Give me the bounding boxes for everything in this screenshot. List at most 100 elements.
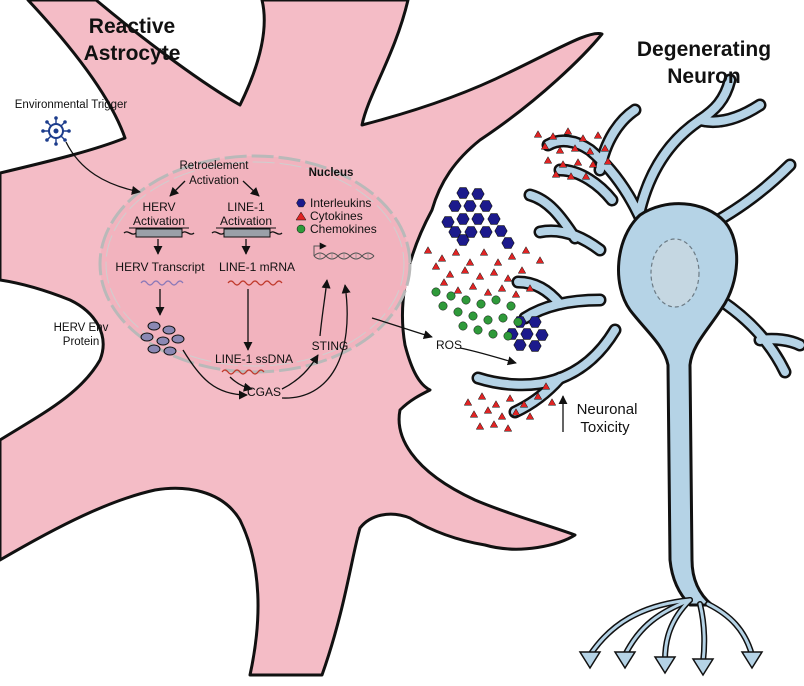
cytokine-molecule bbox=[505, 394, 515, 402]
chemokine-molecule bbox=[513, 317, 523, 327]
chemokine-molecule bbox=[491, 295, 501, 305]
herv-env-label-line1: HERV Env bbox=[54, 322, 109, 334]
cytokine-molecule bbox=[423, 246, 433, 254]
arrow-sting-up bbox=[319, 279, 331, 337]
cytokine-molecule bbox=[460, 266, 470, 274]
line1-mrna-wave bbox=[227, 280, 283, 286]
interleukin-molecule bbox=[456, 213, 470, 225]
chemokine-molecule bbox=[458, 321, 468, 331]
herv-env-protein-icon bbox=[140, 321, 185, 356]
chemokine-molecule bbox=[468, 311, 478, 321]
ros-label: ROS bbox=[436, 338, 462, 352]
neuron-soma bbox=[617, 202, 739, 607]
astrocyte-title-line1: Reactive bbox=[89, 15, 175, 38]
environmental-trigger-label: Environmental Trigger bbox=[15, 99, 128, 111]
interleukin-molecule bbox=[520, 328, 534, 340]
astrocyte-title-line2: Astrocyte bbox=[84, 42, 181, 65]
cytokine-molecule bbox=[543, 156, 553, 164]
chemokine-molecule bbox=[453, 307, 463, 317]
cytokine-molecule bbox=[535, 256, 545, 264]
cgas-label: CGAS bbox=[247, 385, 281, 399]
axon-terminal bbox=[653, 656, 677, 675]
cytokine-molecule bbox=[533, 130, 543, 138]
retroelement-label-line2: Activation bbox=[189, 175, 239, 187]
interleukin-molecule bbox=[494, 225, 508, 237]
cytokine-molecule bbox=[489, 268, 499, 276]
chemokine-molecule bbox=[476, 299, 486, 309]
neuron bbox=[471, 73, 804, 677]
cytokine-molecule bbox=[551, 170, 561, 178]
cytokine-molecule bbox=[468, 282, 478, 290]
arrow-cgas-to-cytokines bbox=[281, 284, 351, 399]
trigger-arrow bbox=[65, 141, 141, 195]
cytokine-molecule bbox=[541, 382, 551, 390]
cytokine-molecule bbox=[588, 160, 598, 168]
neuron-title-line1: Degenerating bbox=[637, 38, 771, 61]
cytokine-molecule bbox=[581, 172, 591, 180]
interleukin-molecule bbox=[448, 200, 462, 212]
legend-label-interleukins: Interleukins bbox=[310, 196, 371, 210]
nucleus-label: Nucleus bbox=[309, 167, 354, 179]
line1-ssdna-label: LINE-1 ssDNA bbox=[215, 352, 293, 366]
cytokine-molecule bbox=[437, 254, 447, 262]
cytokine-molecule bbox=[503, 424, 513, 432]
cytokine-molecule bbox=[573, 158, 583, 166]
cytokine-molecule bbox=[563, 127, 573, 135]
chemokine-molecule bbox=[473, 325, 483, 335]
interleukin-molecule bbox=[456, 187, 470, 199]
toxicity-label-line2: Toxicity bbox=[580, 419, 630, 436]
sting-label: STING bbox=[312, 339, 349, 353]
herv-gene-icon bbox=[123, 228, 195, 238]
cytokine-legend-icon bbox=[295, 211, 307, 221]
legend: Interleukins Cytokines Chemokines bbox=[295, 196, 377, 236]
cytokine-molecule bbox=[431, 262, 441, 270]
chemokine-molecule bbox=[488, 329, 498, 339]
interleukin-molecule bbox=[456, 234, 470, 246]
cytokine-molecule bbox=[475, 422, 485, 430]
cytokine-molecule bbox=[570, 144, 580, 152]
line1-mrna-label: LINE-1 mRNA bbox=[219, 260, 295, 274]
cytokine-molecule bbox=[483, 406, 493, 414]
cytokine-molecule bbox=[548, 132, 558, 140]
chemokine-molecule bbox=[461, 295, 471, 305]
interleukin-molecule bbox=[471, 213, 485, 225]
interleukin-molecule bbox=[463, 200, 477, 212]
molecule-clusters bbox=[423, 127, 613, 432]
herv-transcript-wave bbox=[140, 280, 184, 286]
interleukin-molecule bbox=[501, 237, 515, 249]
neuron-title-line2: Neuron bbox=[667, 65, 741, 88]
cytokine-molecule bbox=[439, 278, 449, 286]
chemokine-molecule bbox=[498, 313, 508, 323]
axon-terminal bbox=[613, 651, 637, 670]
cytokine-molecule bbox=[585, 147, 595, 155]
interleukin-molecule bbox=[513, 339, 527, 351]
line1-ssdna-wave bbox=[221, 369, 265, 375]
line1-activation-line2: Activation bbox=[220, 214, 272, 228]
gene-expression-dna-icon bbox=[313, 242, 375, 260]
cytokine-molecule bbox=[525, 284, 535, 292]
cytokine-molecule bbox=[491, 400, 501, 408]
cytokine-molecule bbox=[479, 248, 489, 256]
chemokine-molecule bbox=[506, 301, 516, 311]
cytokine-molecule bbox=[493, 258, 503, 266]
cytokine-molecule bbox=[507, 252, 517, 260]
cytokine-molecule bbox=[578, 134, 588, 142]
cytokine-molecule bbox=[469, 410, 479, 418]
arrow-to-ros bbox=[371, 317, 433, 340]
cytokine-molecule bbox=[465, 258, 475, 266]
cytokine-molecule bbox=[540, 142, 550, 150]
herv-env-label-line2: Protein bbox=[63, 336, 99, 348]
line1-activation-line1: LINE-1 bbox=[227, 200, 265, 214]
cytokine-molecule bbox=[489, 420, 499, 428]
cytokine-molecule bbox=[497, 284, 507, 292]
virus-icon bbox=[41, 116, 71, 146]
interleukin-molecule bbox=[471, 188, 485, 200]
interleukin-molecule bbox=[535, 329, 549, 341]
cytokine-molecule bbox=[533, 392, 543, 400]
arrow-env-to-cgas bbox=[182, 349, 248, 400]
herv-activation-line2: Activation bbox=[133, 214, 185, 228]
cytokine-molecule bbox=[555, 146, 565, 154]
cytokine-molecule bbox=[483, 288, 493, 296]
interleukin-molecule bbox=[448, 226, 462, 238]
axon-terminal bbox=[691, 658, 715, 677]
